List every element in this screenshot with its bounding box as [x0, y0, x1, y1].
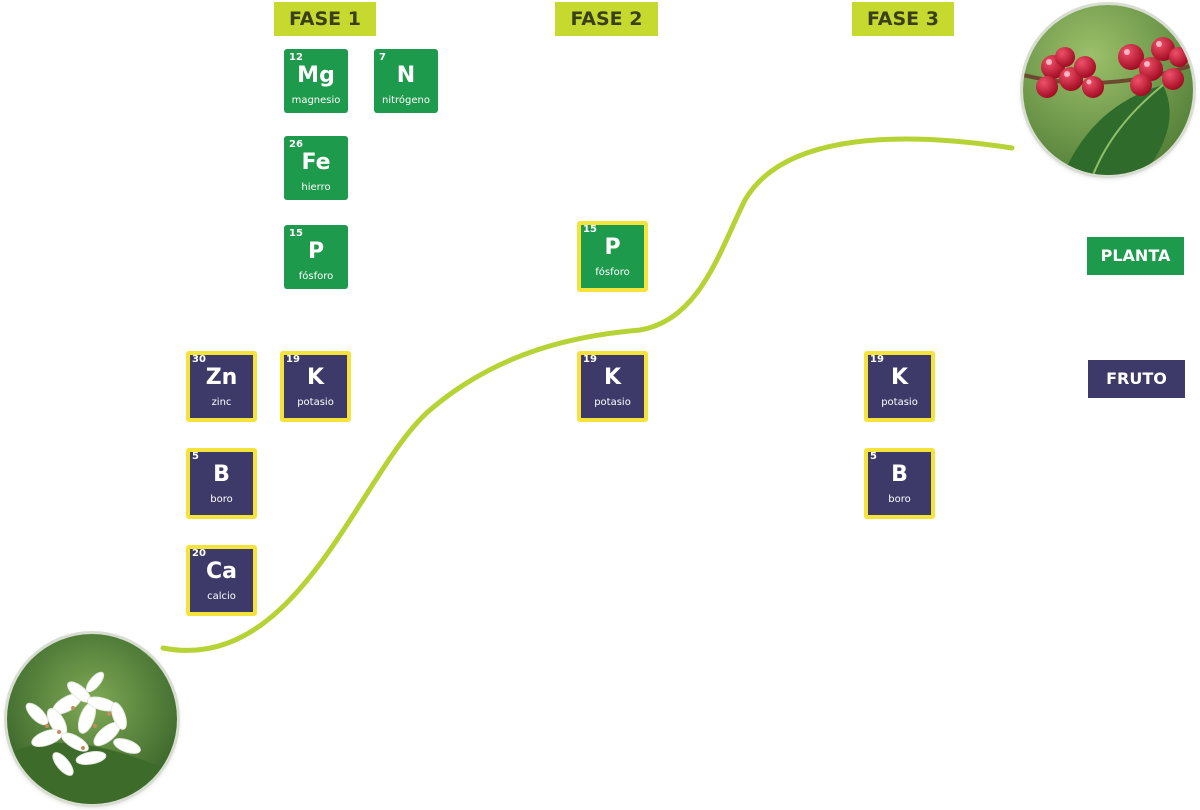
element-number: 5 [870, 451, 877, 462]
element-tile-ca: 20 Ca calcio [186, 545, 257, 616]
element-symbol: Mg [297, 63, 335, 88]
growth-curve-line [160, 136, 1015, 653]
element-symbol: K [306, 365, 325, 390]
element-tile-b-phase3: 5 B boro [864, 448, 935, 519]
element-tile-p-phase2: 15 P fósforo [577, 221, 648, 292]
element-symbol: P [604, 235, 621, 260]
element-symbol: Zn [205, 365, 238, 390]
coffee-flower-illustration [7, 634, 177, 804]
element-name: potasio [594, 397, 631, 408]
element-number: 20 [192, 548, 206, 559]
element-number: 7 [379, 52, 386, 63]
element-tile-k-phase1: 19 K potasio [280, 351, 351, 422]
element-tile-p-phase1: 15 P fósforo [284, 225, 348, 289]
element-symbol: P [307, 239, 325, 264]
element-tile-fe: 26 Fe hierro [284, 136, 348, 200]
element-name: boro [888, 494, 911, 505]
phase-1-banner: FASE 1 [274, 2, 376, 36]
element-number: 12 [289, 52, 303, 63]
element-name: potasio [881, 397, 918, 408]
element-symbol: K [890, 365, 909, 390]
element-number: 15 [583, 224, 597, 235]
element-name: nitrógeno [381, 95, 430, 106]
element-name: calcio [207, 591, 236, 602]
phase-3-banner: FASE 3 [852, 2, 954, 36]
element-number: 15 [289, 228, 303, 239]
element-name: boro [210, 494, 233, 505]
element-number: 19 [583, 354, 597, 365]
element-number: 5 [192, 451, 199, 462]
element-symbol: B [213, 462, 230, 487]
element-symbol: Ca [206, 559, 237, 584]
element-symbol: Fe [301, 150, 331, 175]
element-symbol: B [891, 462, 908, 487]
element-name: fósforo [595, 267, 630, 278]
element-number: 19 [286, 354, 300, 365]
element-name: fósforo [298, 271, 334, 282]
element-tile-n: 7 N nitrógeno [374, 49, 438, 113]
element-tile-zn: 30 Zn zinc [186, 351, 257, 422]
coffee-cherries-photo [1023, 5, 1193, 175]
legend-fruto: FRUTO [1088, 360, 1185, 398]
coffee-flower-photo [7, 634, 177, 804]
element-tile-b-phase1: 5 B boro [186, 448, 257, 519]
element-number: 30 [192, 354, 206, 365]
phase-2-banner: FASE 2 [555, 2, 658, 36]
element-tile-mg: 12 Mg magnesio [284, 49, 348, 113]
element-number: 26 [289, 139, 303, 150]
element-name: zinc [211, 397, 232, 408]
element-tile-k-phase3: 19 K potasio [864, 351, 935, 422]
element-symbol: K [603, 365, 622, 390]
coffee-cherries-illustration [1023, 5, 1193, 175]
element-name: magnesio [291, 95, 341, 106]
element-number: 19 [870, 354, 884, 365]
element-symbol: N [396, 63, 416, 88]
element-name: potasio [297, 397, 334, 408]
legend-planta: PLANTA [1087, 237, 1184, 275]
element-tile-k-phase2: 19 K potasio [577, 351, 648, 422]
element-name: hierro [301, 182, 331, 193]
